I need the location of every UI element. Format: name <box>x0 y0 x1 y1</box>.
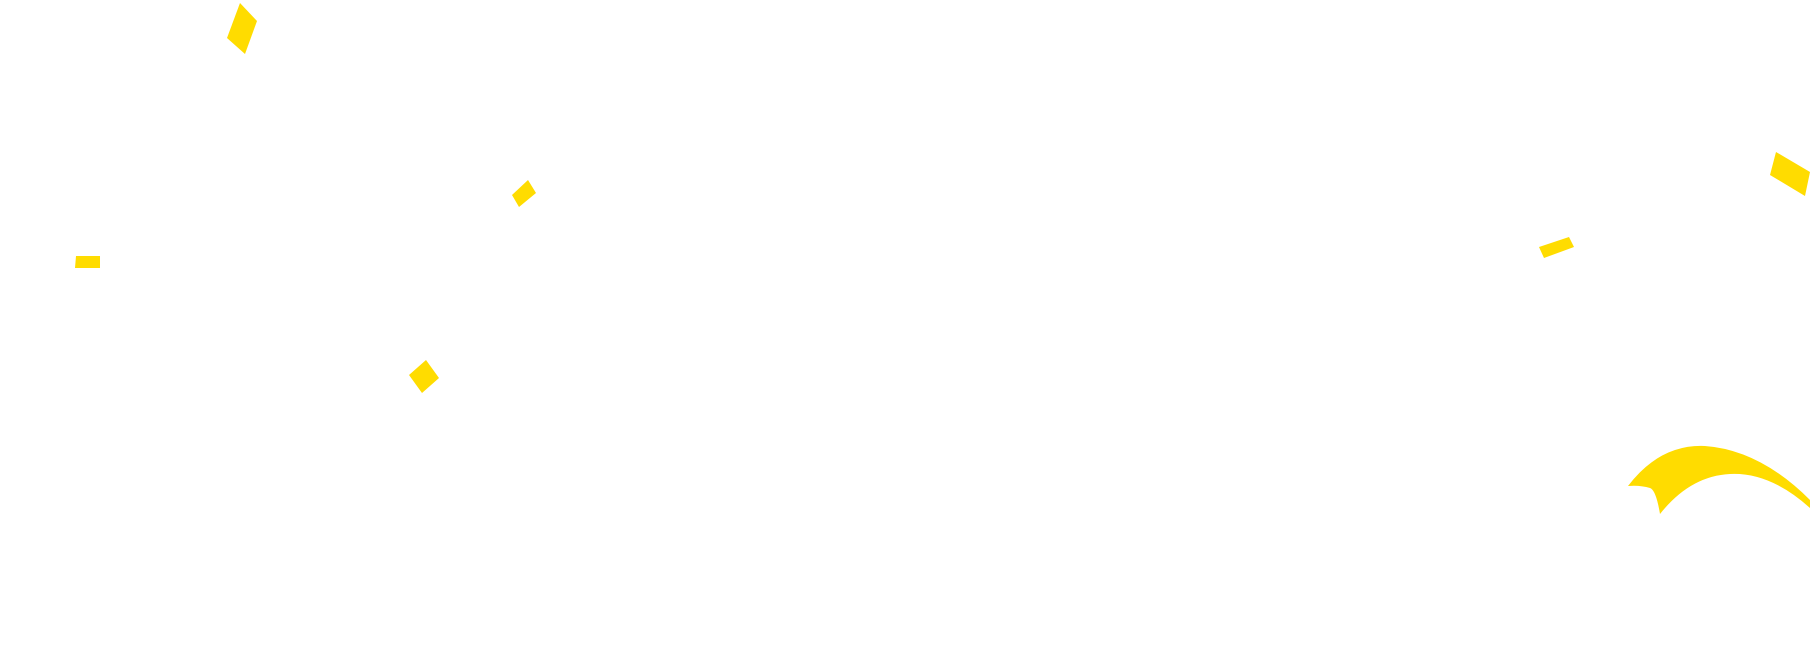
confetti-right-small <box>1539 237 1574 258</box>
confetti-lower-left <box>409 360 439 393</box>
confetti-left-bar <box>75 256 100 268</box>
confetti-top-left <box>227 3 257 54</box>
confetti-right-large <box>1770 152 1810 196</box>
swoosh-bottom-right <box>1628 445 1810 514</box>
confetti-upper-middle <box>512 180 536 207</box>
